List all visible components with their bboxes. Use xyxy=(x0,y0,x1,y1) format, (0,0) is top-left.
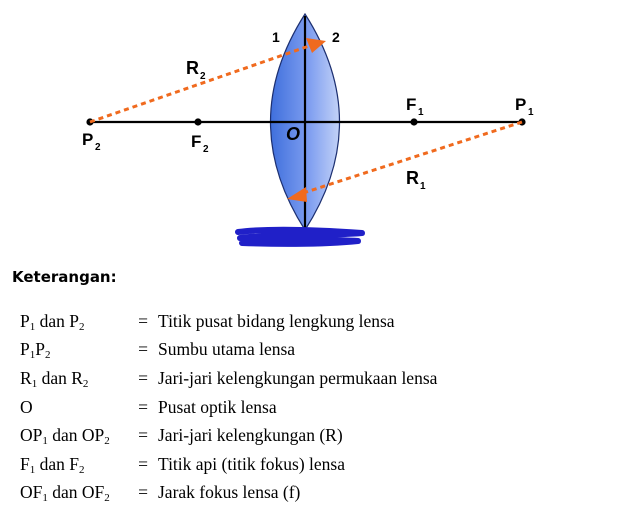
legend-row: O = Pusat optik lensa xyxy=(20,393,437,422)
f1-subscript: 1 xyxy=(418,107,424,118)
arrowhead-r2 xyxy=(306,38,326,53)
legend-term: P1 dan P2 xyxy=(20,310,85,333)
legend-term: F1 dan F2 xyxy=(20,453,85,476)
legend-description: Titik api (titik fokus) lensa xyxy=(158,453,345,474)
legend-row: P1 dan P2 = Titik pusat bidang lengkung … xyxy=(20,307,437,336)
legend-equals: = xyxy=(138,367,148,388)
legend-equals: = xyxy=(138,453,148,474)
legend-heading: Keterangan: xyxy=(12,268,117,286)
legend-description: Titik pusat bidang lengkung lensa xyxy=(158,310,395,331)
legend-equals: = xyxy=(138,425,148,446)
p1-subscript: 1 xyxy=(528,107,534,118)
legend-equals: = xyxy=(138,482,148,503)
lens-diagram: 1 2 R 2 P 2 F 2 O F 1 P 1 R 1 xyxy=(82,12,534,247)
legend-term: R1 dan R2 xyxy=(20,367,89,390)
legend-equals: = xyxy=(138,310,148,331)
r1-label: R xyxy=(406,168,419,188)
legend-row: P1P2 = Sumbu utama lensa xyxy=(20,336,437,365)
r2-label: R xyxy=(186,58,199,78)
legend-description: Pusat optik lensa xyxy=(158,396,277,417)
o-label: O xyxy=(286,124,300,144)
point-f2 xyxy=(194,118,202,126)
r2-subscript: 2 xyxy=(200,71,206,82)
arrowhead-r1 xyxy=(287,187,307,202)
r1-subscript: 1 xyxy=(420,181,426,192)
f1-label: F xyxy=(406,95,416,114)
legend-row: R1 dan R2 = Jari-jari kelengkungan permu… xyxy=(20,364,437,393)
legend-equals: = xyxy=(138,339,148,360)
ray-r2 xyxy=(89,43,313,124)
f2-subscript: 2 xyxy=(203,144,209,155)
p1-label: P xyxy=(515,95,526,114)
surface-2-label: 2 xyxy=(332,29,340,45)
legend-term: P1P2 xyxy=(20,339,51,362)
surface-1-label: 1 xyxy=(272,29,280,45)
legend-description: Jari-jari kelengkungan (R) xyxy=(158,425,343,446)
ray-r1 xyxy=(299,120,523,196)
legend-table: P1 dan P2 = Titik pusat bidang lengkung … xyxy=(20,307,437,507)
legend-equals: = xyxy=(138,396,148,417)
legend-term: OF1 dan OF2 xyxy=(20,482,110,505)
scribble-mark xyxy=(235,226,365,247)
legend-description: Jarak fokus lensa (f) xyxy=(158,482,301,503)
f2-label: F xyxy=(191,132,201,151)
legend-row: OP1 dan OP2 = Jari-jari kelengkungan (R) xyxy=(20,421,437,450)
legend-description: Jari-jari kelengkungan permukaan lensa xyxy=(158,367,438,388)
legend-row: F1 dan F2 = Titik api (titik fokus) lens… xyxy=(20,450,437,479)
p2-label: P xyxy=(82,130,93,149)
legend-row: OF1 dan OF2 = Jarak fokus lensa (f) xyxy=(20,479,437,508)
legend-description: Sumbu utama lensa xyxy=(158,339,296,360)
point-f1 xyxy=(410,118,418,126)
legend-term: O xyxy=(20,396,33,417)
legend-term: OP1 dan OP2 xyxy=(20,425,110,448)
p2-subscript: 2 xyxy=(95,142,101,153)
